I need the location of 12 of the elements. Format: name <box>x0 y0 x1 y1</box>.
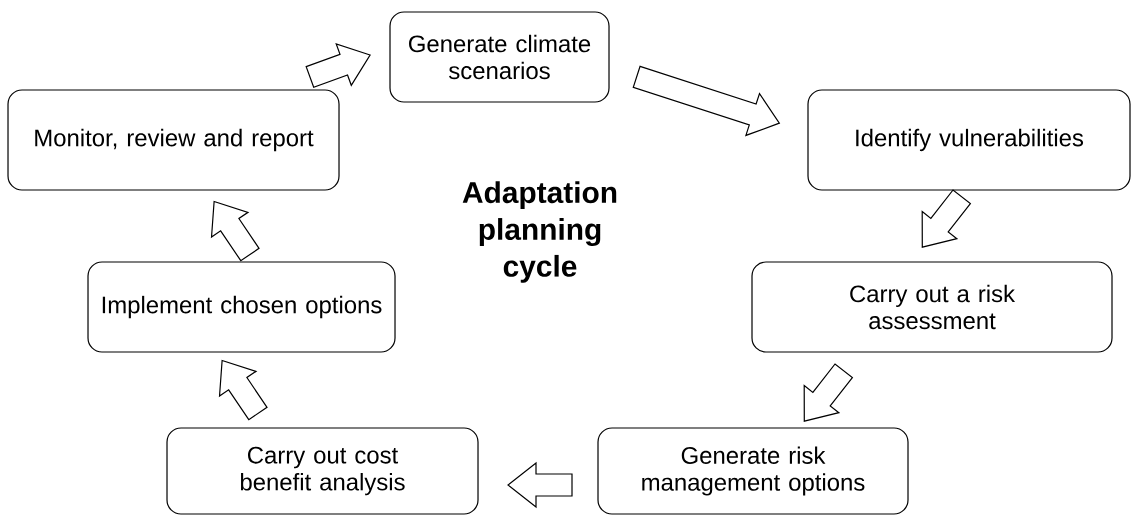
process-box: Carry out a risk assessment <box>751 261 1113 353</box>
process-box: Implement chosen options <box>87 261 396 353</box>
process-box: Generate climate scenarios <box>389 11 610 103</box>
block-arrow <box>210 200 260 262</box>
process-box: Identify vulnerabilities <box>807 89 1131 191</box>
block-arrow <box>632 65 781 137</box>
block-arrow <box>218 359 268 421</box>
diagram-title: Adaptation planning cycle <box>462 181 617 283</box>
block-arrow <box>507 461 573 509</box>
process-box: Generate risk management options <box>597 427 909 515</box>
process-box: Monitor, review and report <box>7 89 340 191</box>
process-box: Carry out cost benefit analysis <box>166 427 479 515</box>
